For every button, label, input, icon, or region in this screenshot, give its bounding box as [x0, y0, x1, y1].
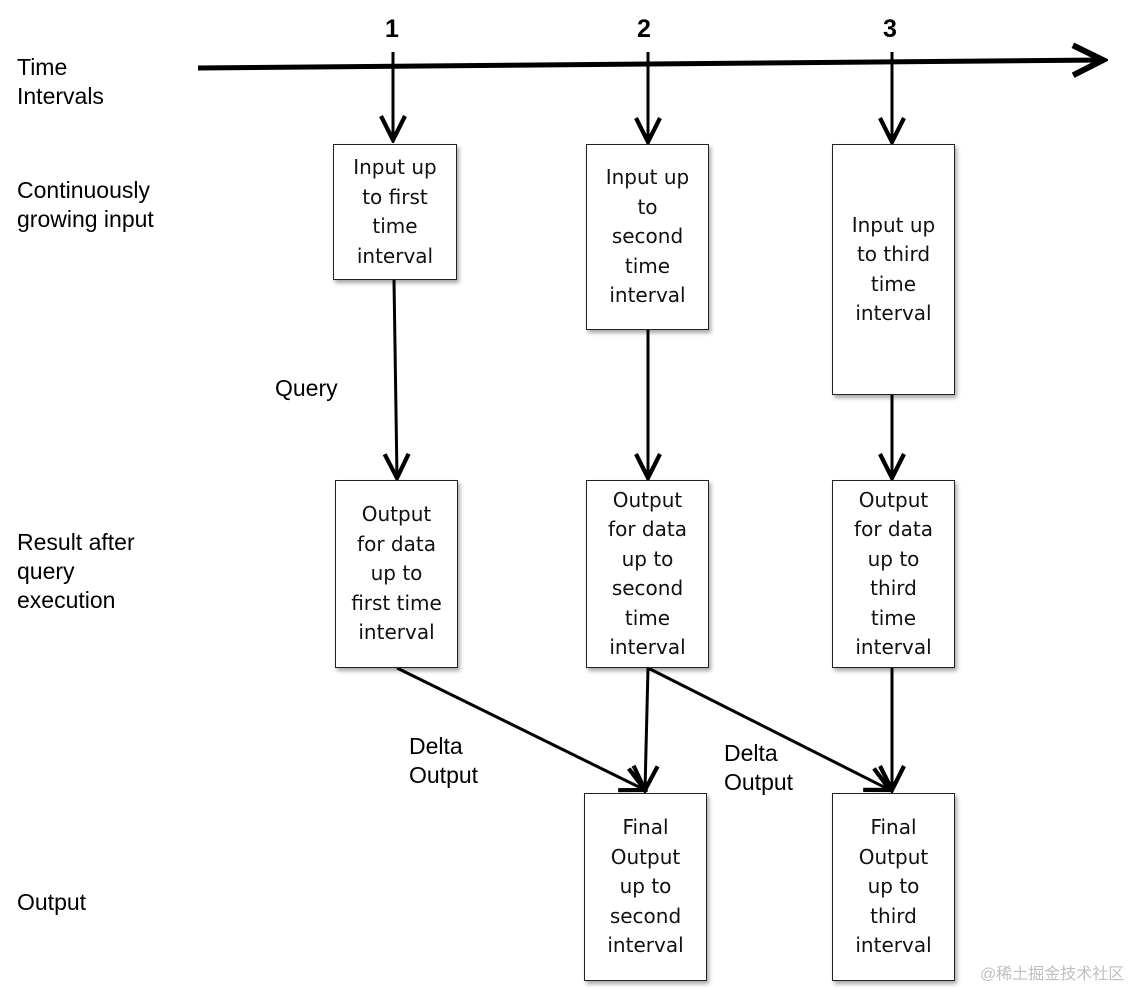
input-node-3: Input up to third time interval — [832, 144, 955, 395]
delta-arrow-2 — [647, 666, 890, 790]
input-node-1-text: Input up to first time interval — [353, 155, 437, 268]
row-label-time-intervals: Time Intervals — [17, 54, 104, 109]
final-output-node-3: Final Output up to third interval — [832, 793, 955, 981]
delta-output-label-1: Delta Output — [409, 733, 479, 788]
timeline-tick-3: 3 — [883, 15, 897, 43]
timeline-axis — [197, 60, 1103, 68]
timeline-tick-1: 1 — [385, 15, 399, 43]
input-node-2-text: Input up to second time interval — [605, 165, 690, 308]
watermark-text: @稀土掘金技术社区 — [980, 966, 1125, 983]
delta-output-label-2: Delta Output — [724, 740, 794, 795]
timeline-tick-2: 2 — [637, 15, 651, 43]
result-node-2-text: Output for data up to second time interv… — [608, 487, 687, 660]
final-output-node-2: Final Output up to second interval — [584, 793, 707, 981]
result-node-2: Output for data up to second time interv… — [586, 480, 709, 668]
input-node-3-text: Input up to third time interval — [851, 212, 936, 326]
result-node-1-text: Output for data up to first time interva… — [351, 502, 442, 645]
final-output-node-2-text: Final Output up to second interval — [607, 815, 684, 958]
result-node-3: Output for data up to third time interva… — [832, 480, 955, 668]
row-label-result: Result after query execution — [17, 529, 135, 613]
row-label-growing-input: Continuously growing input — [17, 177, 154, 232]
result-2-to-final-2-arrow — [645, 667, 648, 790]
input-node-1: Input up to first time interval — [333, 144, 457, 280]
result-node-3-text: Output for data up to third time interva… — [854, 487, 933, 660]
result-node-1: Output for data up to first time interva… — [335, 480, 458, 668]
row-label-output: Output — [17, 889, 87, 915]
delta-arrow-1 — [396, 666, 645, 790]
input-node-2: Input up to second time interval — [586, 144, 709, 330]
query-arrow-1 — [394, 279, 397, 478]
final-output-node-3-text: Final Output up to third interval — [855, 815, 932, 958]
query-label: Query — [275, 375, 338, 401]
